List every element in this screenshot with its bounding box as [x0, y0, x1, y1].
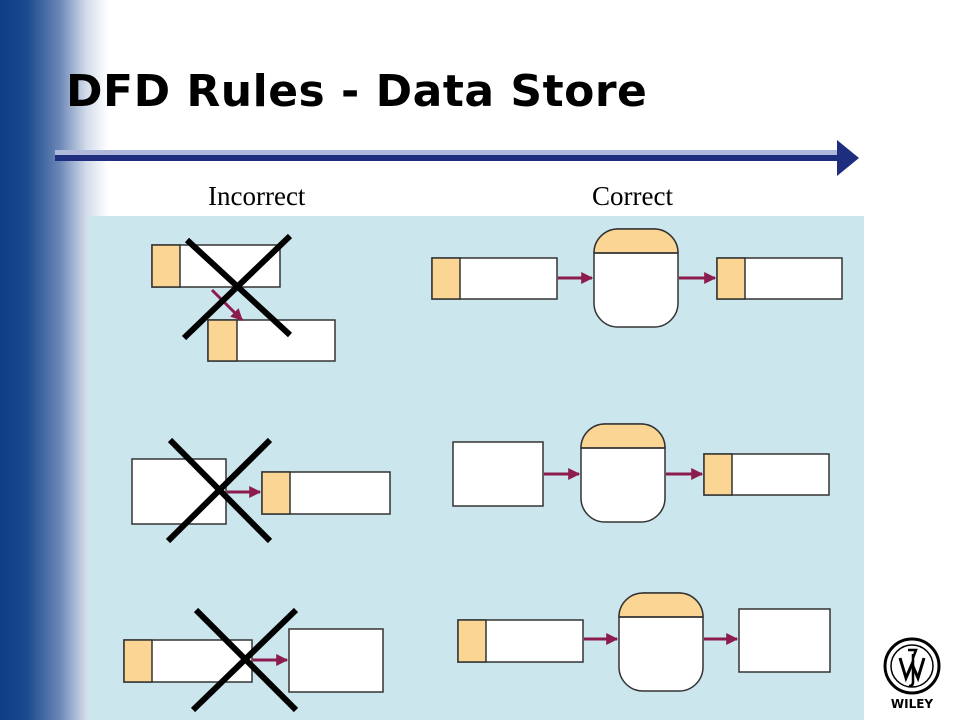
- slide-title: DFD Rules - Data Store: [66, 66, 648, 117]
- external-entity: [207, 319, 336, 362]
- external-entity: [703, 453, 830, 496]
- external-entity: [457, 619, 584, 663]
- process-box: [738, 608, 831, 673]
- correct-column-heading: Correct: [592, 181, 673, 211]
- cross-mark-icon: [181, 233, 293, 341]
- data-store-icon: [593, 228, 679, 328]
- process-box: [452, 441, 544, 507]
- external-entity: [716, 257, 843, 300]
- correct-example-entity-store-process: [457, 592, 831, 692]
- data-store-icon: [618, 592, 704, 692]
- correct-example-process-store-entity: [452, 423, 830, 523]
- external-entity: [261, 471, 391, 515]
- correct-example-entity-store-entity: [431, 228, 843, 328]
- cross-mark-icon: [190, 607, 299, 713]
- wiley-logo: WILEY: [883, 637, 941, 711]
- process-box: [288, 628, 384, 693]
- wiley-logo-text: WILEY: [891, 697, 934, 711]
- incorrect-example-entity-to-entity: [151, 233, 336, 362]
- external-entity: [431, 257, 558, 300]
- incorrect-example-entity-to-process: [123, 607, 384, 713]
- title-underline-arrow: [55, 140, 859, 176]
- cross-mark-icon: [165, 437, 273, 544]
- data-store-icon: [580, 423, 666, 523]
- incorrect-example-process-to-entity: [131, 437, 391, 544]
- incorrect-column-heading: Incorrect: [208, 181, 306, 211]
- process-box: [131, 458, 227, 525]
- data-flow-arrow: [210, 288, 244, 322]
